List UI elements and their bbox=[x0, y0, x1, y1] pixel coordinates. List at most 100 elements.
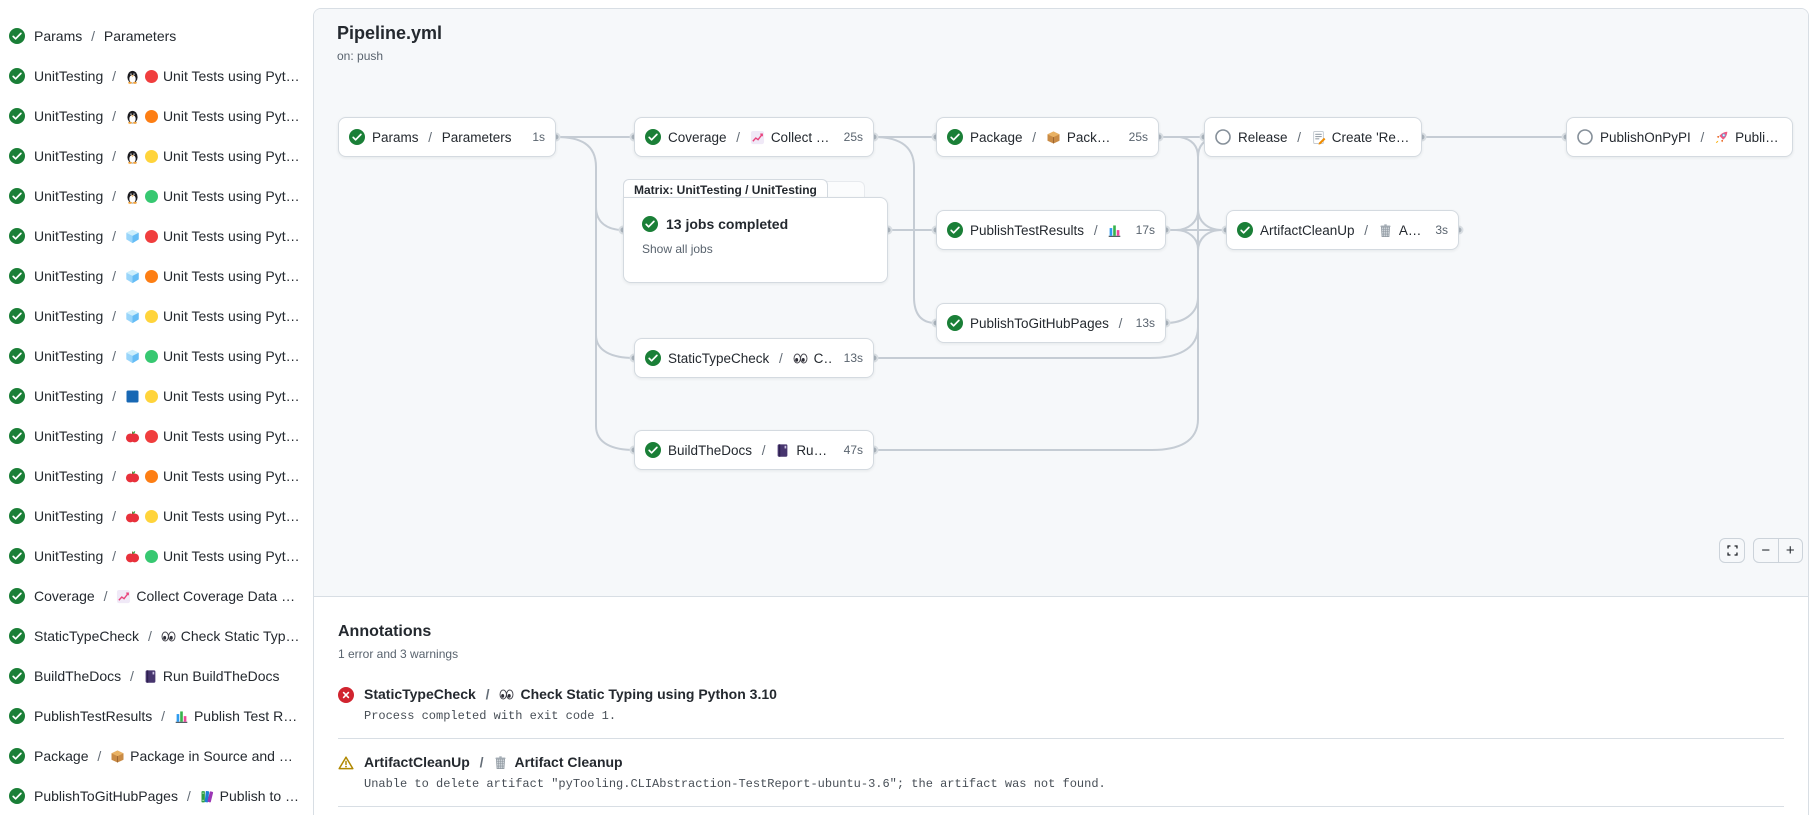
sidebar-job-item[interactable]: UnitTesting / Unit Tests using Pyth... bbox=[0, 256, 306, 296]
eyes-icon bbox=[499, 687, 514, 702]
python-version-dot bbox=[144, 69, 158, 83]
sidebar-job-item[interactable]: UnitTesting / Unit Tests using Pyth... bbox=[0, 216, 306, 256]
success-icon bbox=[645, 350, 661, 366]
sidebar-job-item[interactable]: UnitTesting / Unit Tests using Pyth... bbox=[0, 536, 306, 576]
job-name: BuildTheDocs bbox=[34, 668, 122, 684]
success-icon bbox=[9, 348, 25, 364]
graph-node-publishtogithubpages[interactable]: PublishToGitHubPages / ...13s bbox=[936, 303, 1166, 343]
sidebar-job-item[interactable]: UnitTesting / Unit Tests using Pyth... bbox=[0, 176, 306, 216]
job-duration: 13s bbox=[1135, 316, 1155, 330]
bar-chart-icon bbox=[1107, 223, 1122, 238]
step-name: Unit Tests using Pyth... bbox=[162, 188, 300, 204]
matrix-tab[interactable]: Matrix: UnitTesting / UnitTesting bbox=[623, 179, 828, 198]
sidebar-job-item[interactable]: UnitTesting / Unit Tests using Pyth... bbox=[0, 416, 306, 456]
success-icon bbox=[9, 228, 25, 244]
sidebar-job-item[interactable]: UnitTesting / Unit Tests using Pyth... bbox=[0, 96, 306, 136]
success-icon bbox=[9, 148, 25, 164]
sidebar-job-item[interactable]: UnitTesting / Unit Tests using Pyth... bbox=[0, 456, 306, 496]
annotation-title-link[interactable]: ArtifactCleanUp / Artifact Cleanup bbox=[364, 754, 623, 770]
success-icon bbox=[947, 129, 963, 145]
success-icon bbox=[9, 108, 25, 124]
ice-cube-icon bbox=[125, 269, 140, 284]
job-name: UnitTesting bbox=[34, 508, 104, 524]
job-name: Release bbox=[1238, 129, 1288, 145]
matrix-group-node[interactable]: 13 jobs completed Show all jobs bbox=[623, 197, 888, 283]
python-version-dot bbox=[144, 429, 158, 443]
sidebar-job-item[interactable]: Params / Parameters bbox=[0, 16, 306, 56]
step-name: Unit Tests using Pyth... bbox=[162, 108, 300, 124]
sidebar-job-item[interactable]: PublishTestResults / Publish Test Resu..… bbox=[0, 696, 306, 736]
annotations-section: Annotations 1 error and 3 warnings Stati… bbox=[314, 596, 1808, 807]
python-version-dot bbox=[144, 149, 158, 163]
python-version-dot bbox=[144, 549, 158, 563]
graph-node-artifactcleanup[interactable]: ArtifactCleanUp / Artifac...3s bbox=[1226, 210, 1459, 250]
sidebar-job-item[interactable]: StaticTypeCheck / Check Static Typing... bbox=[0, 616, 306, 656]
graph-node-coverage[interactable]: Coverage / Collect Cove...25s bbox=[634, 117, 874, 157]
ice-cube-icon bbox=[125, 309, 140, 324]
step-name: Unit Tests using Pyth... bbox=[162, 148, 300, 164]
step-name: Publish to ... bbox=[1735, 129, 1782, 145]
matrix-summary: 13 jobs completed bbox=[666, 216, 789, 232]
graph-node-package[interactable]: Package / Package in So...25s bbox=[936, 117, 1159, 157]
apple-icon bbox=[125, 509, 140, 524]
step-name: Parameters bbox=[103, 28, 177, 44]
job-duration: 3s bbox=[1435, 223, 1448, 237]
eyes-icon bbox=[793, 351, 808, 366]
memo-icon bbox=[1311, 130, 1326, 145]
sidebar-job-item[interactable]: UnitTesting / Unit Tests using Pyth... bbox=[0, 296, 306, 336]
sidebar-job-item[interactable]: UnitTesting / Unit Tests using Pyth... bbox=[0, 136, 306, 176]
zoom-in-button[interactable]: + bbox=[1785, 542, 1795, 559]
fullscreen-button[interactable] bbox=[1719, 538, 1745, 563]
sidebar-job-item[interactable]: UnitTesting / Unit Tests using Pyth... bbox=[0, 336, 306, 376]
job-name: UnitTesting bbox=[34, 228, 104, 244]
annotation-title-link[interactable]: StaticTypeCheck / Check Static Typing us… bbox=[364, 686, 777, 702]
step-name: Run Buil... bbox=[796, 442, 832, 458]
job-name: Coverage bbox=[668, 129, 727, 145]
job-name: PublishTestResults bbox=[34, 708, 153, 724]
step-name: Unit Tests using Pyth... bbox=[162, 508, 300, 524]
zoom-out-button[interactable]: − bbox=[1754, 539, 1779, 562]
sidebar-job-item[interactable]: Coverage / Collect Coverage Data usi... bbox=[0, 576, 306, 616]
workflow-title: Pipeline.yml bbox=[337, 23, 443, 43]
job-name: StaticTypeCheck bbox=[34, 628, 140, 644]
sidebar-job-item[interactable]: UnitTesting / Unit Tests using Pyth... bbox=[0, 56, 306, 96]
sidebar-job-item[interactable]: UnitTesting / Unit Tests using Pyth... bbox=[0, 376, 306, 416]
penguin-icon bbox=[125, 149, 140, 164]
annotation-message: Process completed with exit code 1. bbox=[364, 709, 617, 723]
success-icon bbox=[9, 68, 25, 84]
success-icon bbox=[9, 708, 25, 724]
step-name: Publish Test Resu... bbox=[193, 708, 300, 724]
apple-icon bbox=[125, 469, 140, 484]
chart-increasing-icon bbox=[750, 130, 765, 145]
graph-node-buildthedocs[interactable]: BuildTheDocs / Run Buil...47s bbox=[634, 430, 874, 470]
graph-node-statictypecheck[interactable]: StaticTypeCheck / Chec...13s bbox=[634, 338, 874, 378]
job-name: PublishToGitHubPages bbox=[970, 315, 1109, 331]
job-name: UnitTesting bbox=[34, 308, 104, 324]
notebook-icon bbox=[143, 669, 158, 684]
workflow-header: Pipeline.yml on: push bbox=[337, 23, 442, 63]
sidebar-job-item[interactable]: PublishToGitHubPages / Publish to G... bbox=[0, 776, 306, 815]
graph-node-publishtestresults[interactable]: PublishTestResults / Pu...17s bbox=[936, 210, 1166, 250]
eyes-icon bbox=[161, 629, 176, 644]
step-name: Create 'Release P... bbox=[1331, 129, 1411, 145]
step-name: Collect Cove... bbox=[770, 129, 833, 145]
graph-node-release[interactable]: Release / Create 'Release P... bbox=[1204, 117, 1422, 157]
step-name: Check Static Typing... bbox=[180, 628, 300, 644]
annotation-item: StaticTypeCheck / Check Static Typing us… bbox=[338, 671, 1784, 739]
success-icon bbox=[1237, 222, 1253, 238]
annotations-summary: 1 error and 3 warnings bbox=[338, 647, 459, 661]
sidebar-job-item[interactable]: Package / Package in Source and Wh... bbox=[0, 736, 306, 776]
step-name: Unit Tests using Pyth... bbox=[162, 308, 300, 324]
workflow-graph: Pipeline.yml on: push bbox=[314, 9, 1808, 596]
warning-icon bbox=[338, 755, 354, 771]
sidebar-job-item[interactable]: UnitTesting / Unit Tests using Pyth... bbox=[0, 496, 306, 536]
graph-node-publishonpypi[interactable]: PublishOnPyPI / Publish to ... bbox=[1566, 117, 1793, 157]
success-icon bbox=[9, 668, 25, 684]
ice-cube-icon bbox=[125, 349, 140, 364]
sidebar-job-item[interactable]: BuildTheDocs / Run BuildTheDocs bbox=[0, 656, 306, 696]
show-all-jobs-link[interactable]: Show all jobs bbox=[642, 242, 713, 256]
job-name: ArtifactCleanUp bbox=[364, 754, 470, 770]
zoom-control-group: − + bbox=[1753, 538, 1803, 563]
